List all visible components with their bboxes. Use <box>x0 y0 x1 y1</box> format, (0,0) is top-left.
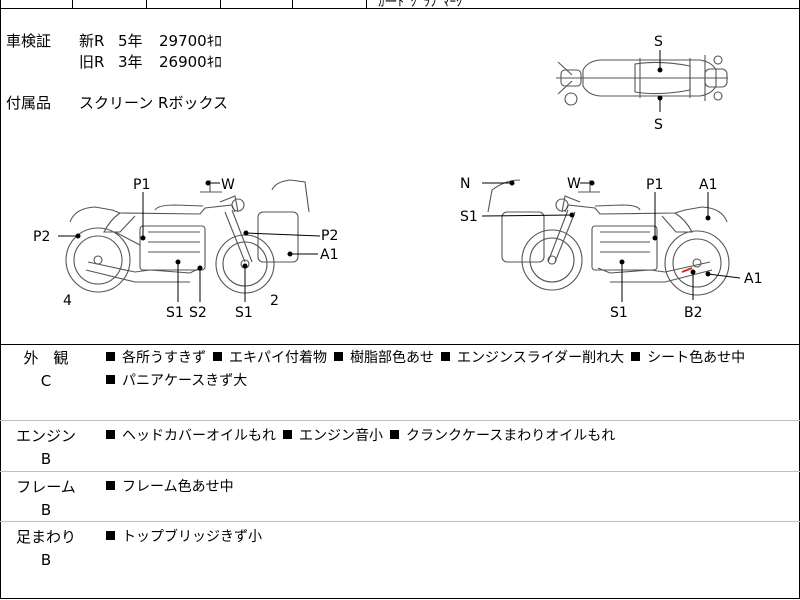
condition-items: 各所うすきずエキパイ付着物樹脂部色あせエンジンスライダー削れ大シート色あせ中パニ… <box>106 347 796 393</box>
left-label-a1: A1 <box>320 247 338 263</box>
new-price: 29700ｷﾛ <box>159 32 222 50</box>
bullet-square-icon <box>213 352 222 361</box>
bullet-square-icon <box>106 352 115 361</box>
condition-item: トップブリッジきず小 <box>106 526 262 549</box>
condition-item: ヘッドカバーオイルもれ <box>106 425 276 448</box>
top-cell <box>292 0 367 8</box>
motorcycle-diagram: S S P1 W P2 P2 A1 S1 S2 S1 4 2 N W P1 A1… <box>33 34 762 321</box>
accessories-value: スクリーン Rボックス <box>79 94 228 112</box>
condition-title: エンジン <box>15 427 76 445</box>
top-cell <box>72 0 147 8</box>
condition-title: フレーム <box>16 478 76 496</box>
right-label-p1: P1 <box>646 177 663 193</box>
row-divider <box>0 420 800 421</box>
condition-title: 外 観 <box>23 349 69 367</box>
condition-item: エキパイ付着物 <box>213 347 327 370</box>
condition-grade: B <box>40 501 52 519</box>
row-divider <box>0 521 800 522</box>
condition-items: ヘッドカバーオイルもれエンジン音小クランクケースまわりオイルもれ <box>106 425 796 448</box>
left-label-s1: S1 <box>166 305 184 321</box>
left-side-motorcycle <box>65 179 310 294</box>
left-label-w: W <box>221 177 235 193</box>
bullet-square-icon <box>106 375 115 384</box>
right-label-a1-top: A1 <box>699 177 717 193</box>
old-rate: 旧R <box>79 53 105 71</box>
bullet-square-icon <box>106 481 115 490</box>
top-cell <box>146 0 221 8</box>
bullet-square-icon <box>106 430 115 439</box>
bullet-square-icon <box>106 531 115 540</box>
right-label-s1-bottom: S1 <box>610 305 628 321</box>
condition-grade: C <box>40 372 52 390</box>
condition-item: クランクケースまわりオイルもれ <box>390 425 615 448</box>
row-divider <box>0 471 800 472</box>
top-fragment-text: ｶ゙ーﾄﾞｸﾞﾗﾌﾞﾏｰｸ <box>378 0 463 10</box>
bullet-square-icon <box>334 352 343 361</box>
bullet-square-icon <box>441 352 450 361</box>
left-label-p2: P2 <box>33 229 50 245</box>
top-table-strip: ｶ゙ーﾄﾞｸﾞﾗﾌﾞﾏｰｸ <box>0 0 800 10</box>
left-label-p1: P1 <box>133 177 150 193</box>
condition-item: パニアケースきず大 <box>106 370 247 393</box>
old-price: 26900ｷﾛ <box>159 53 222 71</box>
condition-items: トップブリッジきず小 <box>106 526 796 549</box>
section-divider <box>0 344 800 345</box>
right-label-w: W <box>567 176 581 192</box>
left-label-2: 2 <box>270 293 279 309</box>
left-label-s2: S2 <box>189 305 207 321</box>
condition-item: エンジン音小 <box>283 425 383 448</box>
condition-item: フレーム色あせ中 <box>106 476 234 499</box>
bullet-square-icon <box>283 430 292 439</box>
old-years: 3年 <box>118 53 143 71</box>
right-label-b2: B2 <box>684 305 703 321</box>
condition-item: 樹脂部色あせ <box>334 347 434 370</box>
condition-item: エンジンスライダー削れ大 <box>441 347 624 370</box>
top-view-label-s: S <box>654 34 663 50</box>
top-view-motorcycle <box>556 55 728 106</box>
accessories-label: 付属品 <box>6 94 52 112</box>
new-years: 5年 <box>118 32 143 50</box>
top-cell <box>220 0 293 8</box>
left-label-s1-rear: S1 <box>235 305 253 321</box>
right-label-n: N <box>460 176 470 192</box>
bullet-square-icon <box>631 352 641 361</box>
condition-grade: B <box>40 450 52 468</box>
top-view-label-s-bottom: S <box>654 117 663 133</box>
new-rate: 新R <box>79 32 105 50</box>
left-label-p2-right: P2 <box>321 228 338 244</box>
top-cell <box>0 0 73 8</box>
inspection-label: 車検証 <box>6 32 52 50</box>
condition-item: 各所うすきず <box>106 347 206 370</box>
bullet-square-icon <box>390 430 399 439</box>
condition-title: 足まわり <box>15 528 76 546</box>
condition-item: シート色あせ中 <box>631 347 745 370</box>
left-label-4: 4 <box>63 293 72 309</box>
right-label-a1-bottom: A1 <box>744 271 762 287</box>
condition-items: フレーム色あせ中 <box>106 476 796 499</box>
condition-grade: B <box>40 551 52 569</box>
right-label-s1-top: S1 <box>460 209 478 225</box>
